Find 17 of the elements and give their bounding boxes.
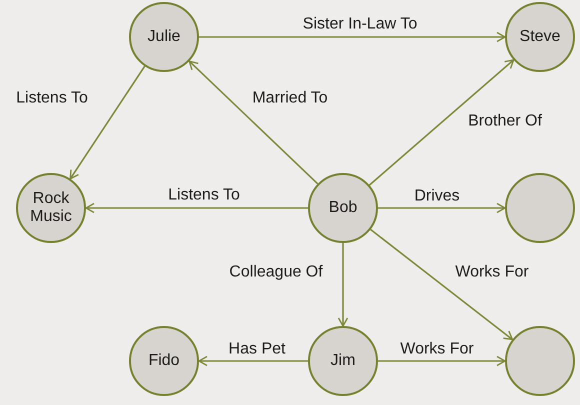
arrow [378,356,506,366]
arrow [70,66,146,180]
node-label: Jim [330,352,356,370]
node-label: Bob [328,199,358,217]
node-label: Steve [518,28,562,46]
node-label: Fido [147,352,181,370]
arrow [199,32,506,42]
arrow [368,59,514,186]
node-label: Rock Music [29,190,73,226]
arrow [338,243,348,327]
arrow [370,228,514,340]
arrow [188,60,318,184]
node-label: Julie [146,28,182,46]
edge-label: Colleague Of [227,262,325,282]
arrow [85,202,308,214]
arrow [378,202,506,214]
arrow [198,356,308,366]
